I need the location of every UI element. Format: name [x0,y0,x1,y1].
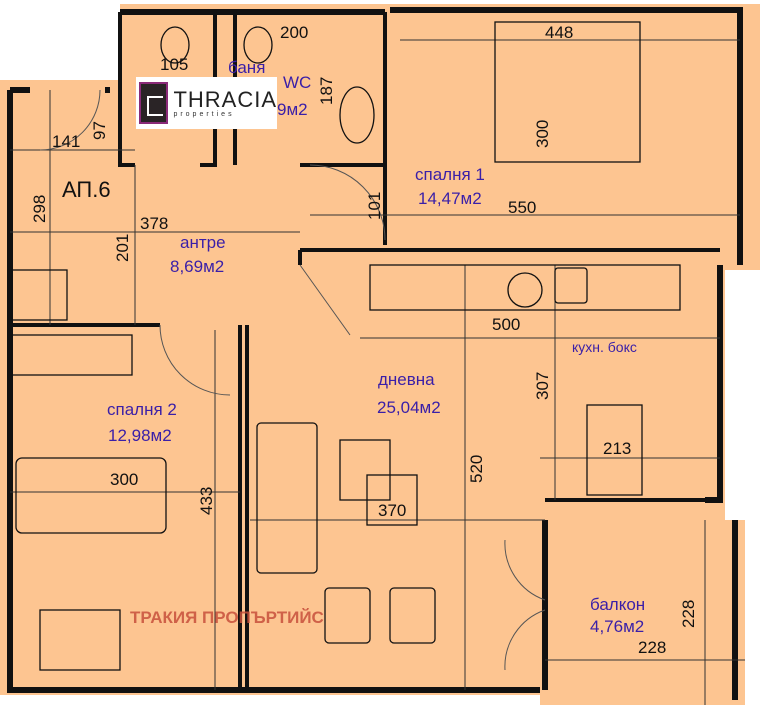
dim-entry-width: 141 [52,132,80,151]
dim-kitchen-width: 500 [492,315,520,334]
dim-wc-width: 105 [160,55,188,74]
dining-table [586,404,643,496]
room-balcony-area: 4,76м2 [590,617,644,636]
dim-bath-height: 187 [317,77,336,105]
dim-kitchen-height: 307 [533,372,552,400]
logo-subtitle: properties [173,110,235,118]
dim-hall-height: 298 [30,195,49,223]
bed-bedroom2 [15,457,167,534]
room-bedroom1-area: 14,47м2 [418,189,482,208]
room-bath-name: баня [228,58,265,77]
dim-living-height: 520 [467,455,486,483]
logo-name: THRACIA [173,86,277,112]
sink [554,267,588,304]
door-swings [39,89,546,671]
bed-bedroom1 [494,21,641,163]
desk [39,609,121,671]
coffee-table [339,439,391,501]
walls [7,7,743,700]
dim-door: 101 [365,192,384,220]
room-wc-area: 9м2 [277,100,308,119]
toilet [243,26,273,64]
dim-dining-width: 213 [603,439,631,458]
coffee-table-2 [366,474,418,526]
sofa [256,422,318,574]
dim-bed1-height: 300 [533,120,552,148]
logo-mark-icon [139,82,169,124]
room-bedroom2-name: спалня 2 [107,400,177,419]
room-living-name: дневна [378,370,435,389]
wardrobe [11,269,68,321]
room-bedroom2-area: 12,98м2 [108,426,172,445]
floor-area [0,4,760,705]
dim-bed1-bed: 448 [545,23,573,42]
apartment-number: АП.6 [62,177,111,202]
room-hall-area: 8,69м2 [170,257,224,276]
wardrobe [11,334,133,376]
room-living-area: 25,04м2 [377,398,441,417]
dim-bed2-width: 300 [110,470,138,489]
dim-balcony-height: 228 [679,600,698,628]
room-kitchen-name: кухн. бокс [572,339,637,355]
armchair [389,587,436,644]
dim-entry-depth: 97 [90,121,109,140]
toilet [160,26,190,64]
washbasin [339,86,375,144]
room-wc-name: WC [283,73,311,92]
dim-bed1-width: 550 [508,198,536,217]
logo: THRACIA properties [136,77,277,129]
dimension-lines [10,39,745,705]
dim-living-width: 370 [378,501,406,520]
room-hall-name: антре [180,233,226,252]
kitchen-counter [369,264,681,311]
dim-bed2-height: 433 [197,487,216,515]
watermark: ТРАКИЯ ПРОПЪРТИЙС [130,608,324,627]
dim-bath-width: 200 [280,23,308,42]
furniture [11,21,681,671]
dim-hall-height-2: 201 [113,234,132,262]
room-bedroom1-name: спалня 1 [415,165,485,184]
dim-hall-width: 378 [140,214,168,233]
room-balcony-name: балкон [590,595,645,614]
armchair [324,587,371,644]
stove [507,272,543,308]
dim-balcony-width: 228 [638,638,666,657]
